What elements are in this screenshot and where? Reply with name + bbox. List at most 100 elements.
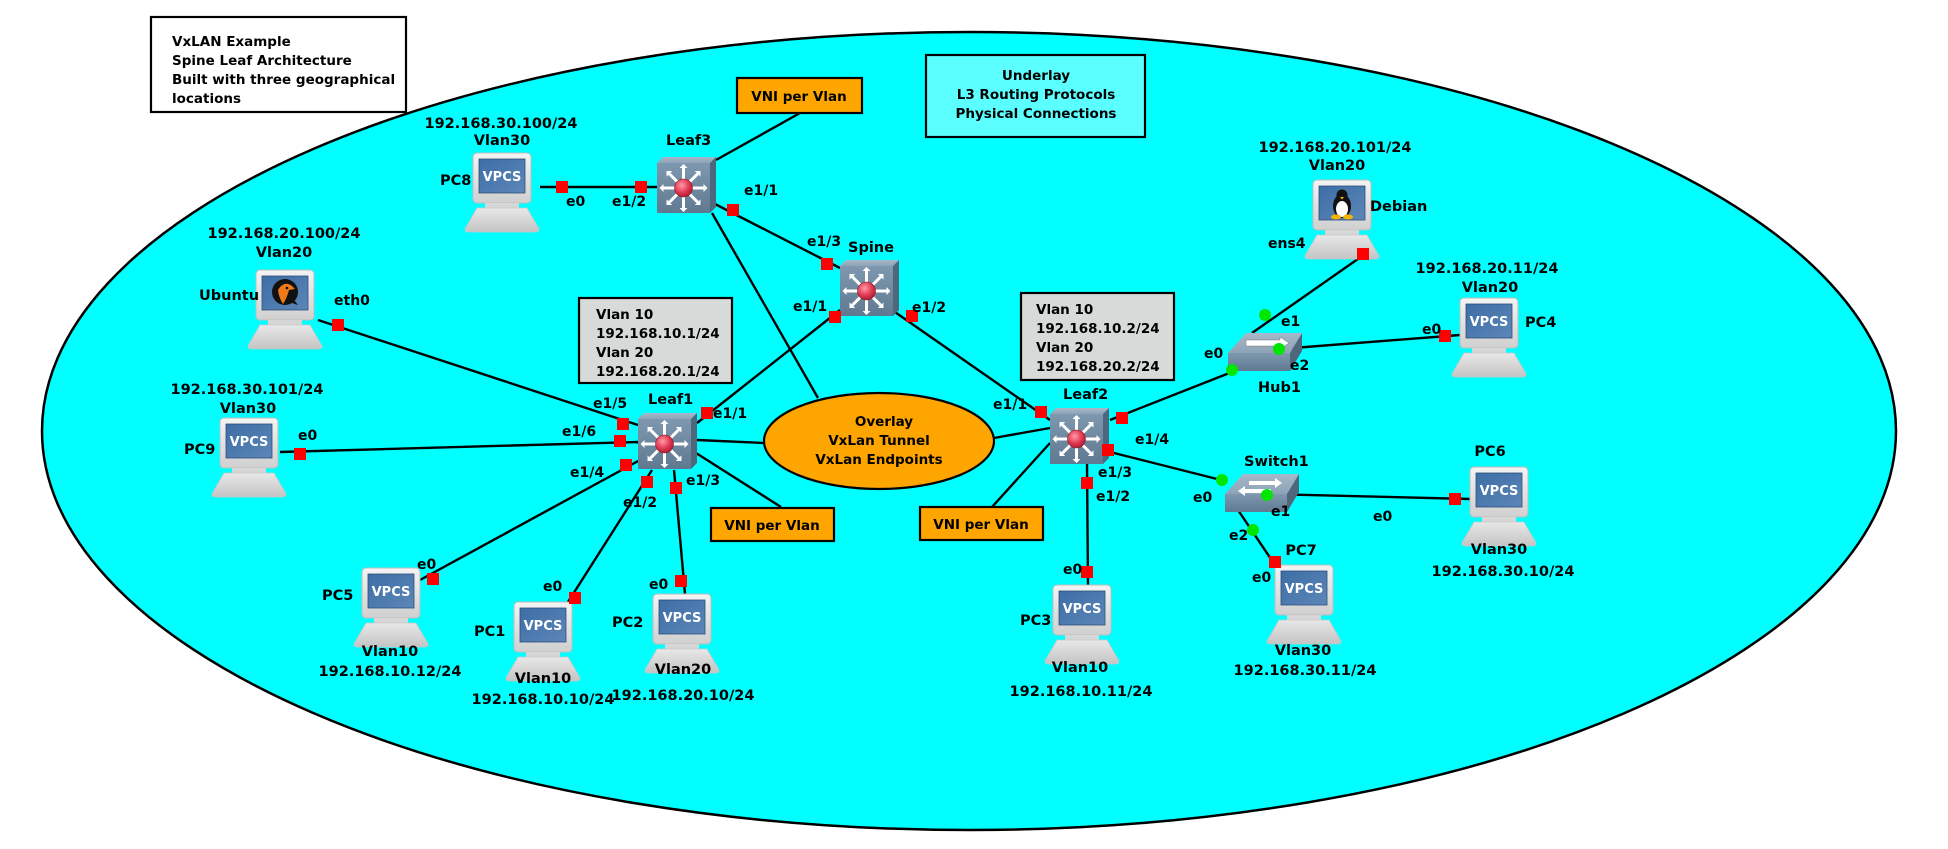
nodes-layer: VPCS VPCS VPCS VPCS VPCS VPCS VPCS VPCS VPCS xyxy=(211,152,1537,682)
overlay-note-line: VxLan Tunnel xyxy=(828,433,930,449)
underlay-note-line: Physical Connections xyxy=(956,106,1117,122)
interface-label: e0 xyxy=(1252,570,1271,586)
port-down-indicator xyxy=(294,448,306,460)
port-down-indicator xyxy=(427,573,439,585)
qemu-logo-icon xyxy=(272,279,298,305)
leaf2-router-icon[interactable] xyxy=(1050,408,1109,464)
interface-label: e1/1 xyxy=(993,397,1027,413)
underlay-note-line: Underlay xyxy=(1002,68,1070,84)
pc4-computer-icon[interactable]: VPCS xyxy=(1451,297,1527,378)
annotation-connector xyxy=(991,442,1051,508)
interface-label: e1/1 xyxy=(744,183,778,199)
interface-label: e1/1 xyxy=(793,299,827,315)
port-down-indicator xyxy=(1449,493,1461,505)
vpcs-screen-label: VPCS xyxy=(1285,582,1324,597)
vpcs-screen-label: VPCS xyxy=(1470,315,1509,330)
interface-label: e1/3 xyxy=(686,473,720,489)
link-spine-leaf2[interactable] xyxy=(891,309,1051,421)
interface-label: e1/3 xyxy=(1098,465,1132,481)
interface-label: ens4 xyxy=(1268,236,1306,252)
port-down-indicator xyxy=(1116,412,1128,424)
annotation-connector xyxy=(696,438,765,445)
port-down-indicator xyxy=(1035,406,1047,418)
vpcs-screen-label: VPCS xyxy=(1480,484,1519,499)
switch1-name-label: Switch1 xyxy=(1244,454,1309,470)
leaf1-router-icon[interactable] xyxy=(638,413,697,469)
pc5-computer-icon[interactable]: VPCS xyxy=(353,567,429,648)
annotation-connector xyxy=(695,451,782,509)
pc2-ip-label: 192.168.20.10/24 xyxy=(612,688,755,704)
spine-router-icon[interactable] xyxy=(840,260,899,316)
spine-name-label: Spine xyxy=(848,240,894,256)
overlay-note-line: VxLan Endpoints xyxy=(815,452,942,468)
interface-label: e0 xyxy=(566,194,585,210)
port-down-indicator xyxy=(670,482,682,494)
pc5-name-label: PC5 xyxy=(322,588,353,604)
pc9-computer-icon[interactable]: VPCS xyxy=(211,417,287,498)
vni-note-right-label: VNI per Vlan xyxy=(933,517,1028,533)
link-leaf2-hub1[interactable] xyxy=(1109,368,1238,422)
pc9-name-label: PC9 xyxy=(184,442,215,458)
pc1-computer-icon[interactable]: VPCS xyxy=(505,601,581,682)
link-pc5-leaf1[interactable] xyxy=(419,458,641,582)
debian-vlan-label: Vlan20 xyxy=(1309,158,1365,174)
ubuntu-name-label: Ubuntu xyxy=(199,288,259,304)
title-note-line: locations xyxy=(172,91,241,107)
vni-note-top[interactable]: VNI per Vlan xyxy=(735,76,864,115)
leaf3-name-label: Leaf3 xyxy=(666,133,711,149)
pc7-computer-icon[interactable]: VPCS xyxy=(1266,564,1342,645)
vni-note-right[interactable]: VNI per Vlan xyxy=(918,505,1045,542)
link-switch1-pc7[interactable] xyxy=(1237,509,1276,566)
interface-label: e1/2 xyxy=(623,495,657,511)
vni-note-top-label: VNI per Vlan xyxy=(751,89,846,105)
pc3-vlan-label: Vlan10 xyxy=(1052,660,1108,676)
pc4-ip-label: 192.168.20.11/24 xyxy=(1416,261,1559,277)
interface-label: e0 xyxy=(543,579,562,595)
annotation-connector xyxy=(993,426,1051,440)
port-up-indicator xyxy=(1261,489,1273,501)
link-ubuntu-leaf1[interactable] xyxy=(317,318,639,427)
port-down-indicator xyxy=(1439,330,1451,342)
link-leaf2-switch1[interactable] xyxy=(1109,450,1226,483)
link-pc9-leaf1[interactable] xyxy=(279,440,639,454)
pc4-vlan-label: Vlan20 xyxy=(1462,280,1518,296)
link-pc1-leaf1[interactable] xyxy=(566,469,654,603)
pc7-vlan-label: Vlan30 xyxy=(1275,643,1331,659)
port-down-indicator xyxy=(641,476,653,488)
leaf3-router-icon[interactable] xyxy=(657,157,716,213)
pc2-computer-icon[interactable]: VPCS xyxy=(644,593,720,674)
ubuntu-computer-icon[interactable] xyxy=(247,269,323,350)
leaf2-vlan-note-line: Vlan 10 xyxy=(1036,302,1093,318)
pc8-computer-icon[interactable]: VPCS xyxy=(464,152,540,233)
pc2-vlan-label: Vlan20 xyxy=(655,662,711,678)
port-down-indicator xyxy=(821,258,833,270)
interface-label: e1/2 xyxy=(612,194,646,210)
interface-label: e0 xyxy=(1204,346,1223,362)
vni-note-left[interactable]: VNI per Vlan xyxy=(709,506,836,543)
link-leaf1-spine[interactable] xyxy=(696,309,841,424)
underlay-note-line: L3 Routing Protocols xyxy=(957,87,1116,103)
port-up-indicator xyxy=(1259,309,1271,321)
pc1-vlan-label: Vlan10 xyxy=(515,671,571,687)
link-hub1-pc4[interactable] xyxy=(1279,333,1461,351)
link-debian-hub1[interactable] xyxy=(1251,253,1366,334)
interface-label: e1/2 xyxy=(912,300,946,316)
link-switch1-pc6[interactable] xyxy=(1267,492,1471,501)
port-down-indicator xyxy=(1102,444,1114,456)
interface-label: e1/1 xyxy=(713,406,747,422)
pc6-computer-icon[interactable]: VPCS xyxy=(1461,466,1537,547)
interface-label: e0 xyxy=(1193,490,1212,506)
pc3-computer-icon[interactable]: VPCS xyxy=(1044,584,1120,665)
leaf1-vlan-note-line: 192.168.20.1/24 xyxy=(596,364,720,380)
leaf2-vlan-note-line: 192.168.10.2/24 xyxy=(1036,321,1160,337)
switch1-switch-icon[interactable] xyxy=(1225,474,1299,512)
debian-computer-icon[interactable] xyxy=(1304,179,1380,260)
interface-label: e0 xyxy=(417,557,436,573)
